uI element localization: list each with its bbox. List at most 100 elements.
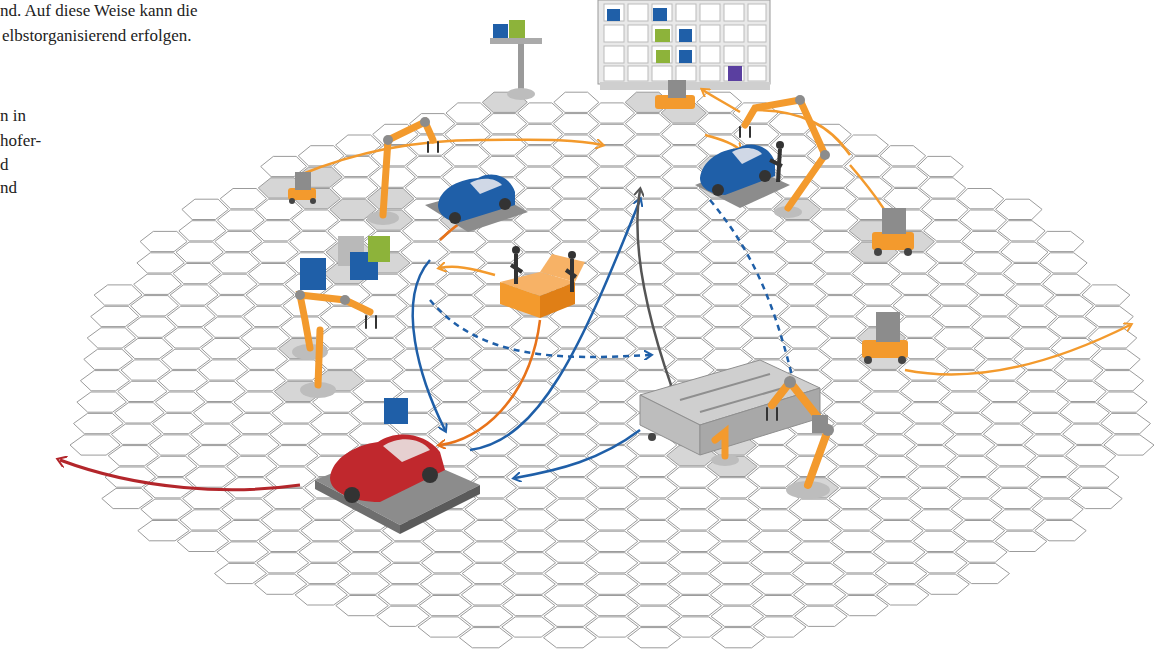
hex-tile (880, 146, 926, 166)
illustration-part (383, 439, 430, 462)
hex-tile (589, 124, 634, 144)
hex-tile (341, 531, 393, 551)
hex-tile (665, 339, 714, 359)
hex-tile-occupied (366, 210, 413, 230)
hex-tile (664, 253, 711, 273)
hex-tile (867, 456, 917, 476)
hex-tile (587, 424, 637, 444)
illustration-part (425, 174, 528, 232)
hex-tile (932, 306, 980, 326)
hex-tile (1101, 413, 1151, 433)
hex-tile (437, 274, 485, 294)
illustration-part (518, 40, 524, 92)
hex-tile (865, 435, 915, 455)
hex-tile (511, 317, 559, 337)
hex-tile (789, 499, 840, 519)
hex-tile (246, 285, 294, 305)
hex-tile (311, 413, 361, 433)
hex-tile (420, 574, 472, 594)
hex-tile (702, 264, 750, 284)
hex-tile (627, 478, 678, 498)
illustration-part (628, 4, 648, 21)
illustration-part (566, 259, 576, 292)
hex-tile (517, 124, 562, 144)
text-fragment: hofer- (0, 131, 41, 151)
illustration-part (862, 340, 908, 358)
hex-tile (770, 135, 816, 155)
hex-tile (480, 156, 526, 176)
hex-tile (459, 628, 512, 648)
hex-tile (433, 339, 482, 359)
illustration-part (812, 415, 828, 433)
illustration-part (598, 0, 770, 84)
illustration-part (499, 198, 511, 210)
illustration-part (656, 50, 670, 63)
illustration-part (700, 25, 720, 42)
hex-tile (811, 210, 858, 230)
hex-tile (986, 446, 1036, 466)
hex-tile (244, 306, 292, 326)
hex-tile (669, 617, 722, 637)
hex-tile (514, 231, 561, 251)
hex-tile (378, 585, 430, 605)
illustration-part (676, 4, 696, 21)
hex-tile (814, 253, 861, 273)
hex-tile (741, 317, 789, 337)
text-fragment: nd. Auf diese Weise kann die (0, 1, 198, 21)
hex-tile (552, 199, 599, 219)
hex-tile (506, 488, 557, 508)
hex-tile (232, 413, 282, 433)
hex-tile (1082, 285, 1130, 305)
hex-tile (708, 499, 759, 519)
hex-tile (515, 189, 561, 209)
hex-tile (589, 231, 636, 251)
hex-tile (833, 553, 885, 573)
hex-tile (626, 156, 672, 176)
hex-tile (1040, 253, 1087, 273)
hex-tile (422, 553, 474, 573)
hex-tile (587, 381, 636, 401)
hex-tile (917, 574, 969, 594)
illustration-part (295, 172, 311, 190)
hex-tile (627, 521, 678, 541)
illustration-part (652, 46, 672, 63)
hex-tile (813, 231, 860, 251)
hex-tile (423, 531, 475, 551)
hex-tile (236, 371, 285, 391)
illustration-part (695, 141, 790, 208)
illustration-part (784, 376, 796, 388)
hex-tile (949, 478, 1000, 498)
hex-tile (662, 124, 707, 144)
illustration-part (470, 179, 502, 194)
illustration-part (748, 4, 766, 21)
illustration-part (628, 46, 648, 63)
illustration-part (604, 46, 624, 63)
hex-tile (669, 574, 721, 594)
illustration-part (676, 66, 696, 81)
hex-tile (834, 574, 886, 594)
illustration-part (703, 90, 740, 112)
hex-tile (518, 103, 563, 123)
hex-tile (239, 349, 288, 369)
hex-tile (703, 328, 751, 348)
illustration-part (795, 95, 805, 105)
hex-tile (249, 264, 297, 284)
hex-tile (545, 563, 597, 583)
hex-tile (958, 563, 1010, 583)
illustration-part (628, 25, 648, 42)
illustration-part (509, 20, 525, 38)
hex-tile (547, 435, 597, 455)
hex-tile (749, 510, 800, 530)
hex-tile (626, 328, 674, 348)
hex-tile (464, 521, 515, 541)
hex-tile (663, 231, 710, 251)
hex-tile (400, 264, 448, 284)
hex-tile (627, 456, 677, 476)
hex-tile (339, 553, 391, 573)
hex-tile (586, 617, 639, 637)
hex-tile (257, 553, 309, 573)
hex-tile (467, 456, 517, 476)
hex-tile (1104, 435, 1154, 455)
hex-tile (753, 617, 806, 637)
hex-tile (1098, 392, 1148, 412)
